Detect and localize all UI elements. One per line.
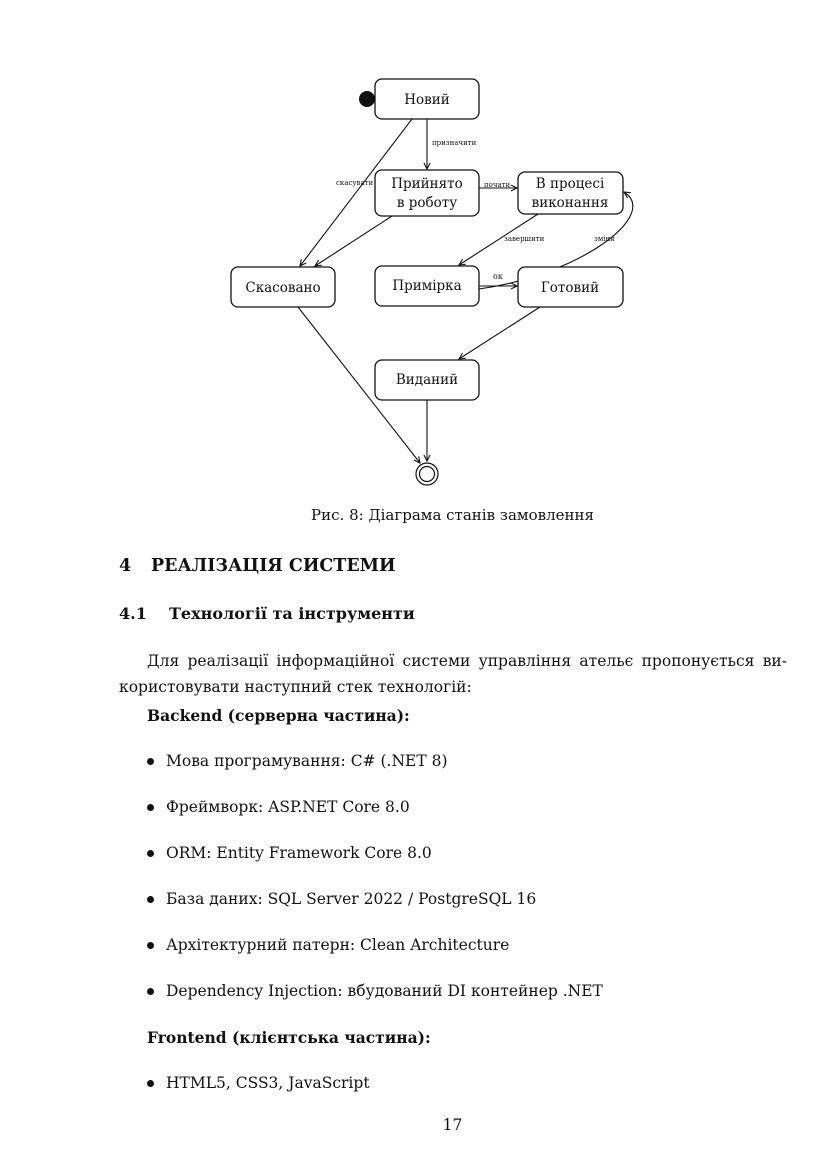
- state-issued-label: Виданий: [396, 372, 458, 388]
- list-item: База даних: SQL Server 2022 / PostgreSQL…: [147, 890, 603, 936]
- state-new: Новий: [374, 78, 480, 120]
- frontend-heading: Frontend (клієнтська частина):: [147, 1028, 431, 1047]
- state-in-progress: В процесі виконання: [517, 171, 624, 215]
- list-item: Dependency Injection: вбудований DI конт…: [147, 982, 603, 1028]
- state-cancelled-label: Скасовано: [245, 280, 320, 296]
- state-new-label: Новий: [404, 92, 450, 108]
- bullet-icon: [147, 896, 154, 903]
- list-item: ORM: Entity Framework Core 8.0: [147, 844, 603, 890]
- edge-inprogress-fitting: [459, 213, 539, 265]
- section-heading: 4 РЕАЛІЗАЦІЯ СИСТЕМИ: [119, 556, 396, 576]
- label-finish: завершити: [504, 235, 545, 243]
- list-item-text: Фреймворк: ASP.NET Core 8.0: [166, 798, 410, 816]
- subsection-title: Технології та інструменти: [169, 604, 415, 623]
- backend-list: Мова програмування: C# (.NET 8) Фреймвор…: [147, 752, 603, 1028]
- state-accepted-label-2: в роботу: [397, 195, 457, 211]
- list-item: HTML5, CSS3, JavaScript: [147, 1074, 370, 1120]
- state-fitting-label: Примірка: [392, 278, 461, 294]
- bullet-icon: [147, 758, 154, 765]
- state-cancelled: Скасовано: [230, 266, 336, 308]
- edge-new-cancelled: [300, 118, 413, 266]
- edge-fitting-inprogress: [478, 192, 634, 290]
- subsection-heading: 4.1 Технології та інструменти: [119, 604, 415, 623]
- backend-heading: Backend (серверна частина):: [147, 706, 410, 725]
- bullet-icon: [147, 804, 154, 811]
- paragraph-line-2: користовувати наступний стек технологій:: [119, 678, 472, 696]
- label-changes: зміни: [594, 235, 615, 243]
- subsection-number: 4.1: [119, 604, 147, 623]
- state-in-progress-label-2: виконання: [532, 195, 609, 211]
- list-item-text: База даних: SQL Server 2022 / PostgreSQL…: [166, 890, 537, 908]
- bullet-icon: [147, 942, 154, 949]
- list-item-text: ORM: Entity Framework Core 8.0: [166, 844, 432, 862]
- edge-cancelled-final: [297, 306, 420, 463]
- initial-state: [359, 91, 375, 107]
- edge-ready-issued: [459, 306, 541, 359]
- list-item-text: HTML5, CSS3, JavaScript: [166, 1074, 370, 1092]
- list-item-text: Архітектурний патерн: Clean Architecture: [166, 936, 510, 954]
- list-item: Мова програмування: C# (.NET 8): [147, 752, 603, 798]
- state-in-progress-label-1: В процесі: [536, 176, 605, 192]
- edge-accepted-cancelled: [315, 215, 393, 266]
- label-ok: ок: [493, 272, 503, 281]
- final-state: [415, 462, 439, 486]
- state-diagram: призначити скасувати почати завершити ок…: [230, 78, 634, 486]
- state-ready-label: Готовий: [541, 280, 599, 296]
- paragraph-line-1: Для реалізації інформаційної системи упр…: [147, 652, 787, 670]
- intro-paragraph: Для реалізації інформаційної системи упр…: [119, 648, 787, 700]
- list-item-text: Мова програмування: C# (.NET 8): [166, 752, 448, 770]
- list-item-text: Dependency Injection: вбудований DI конт…: [166, 982, 603, 1000]
- label-cancel: скасувати: [336, 179, 373, 187]
- section-title: РЕАЛІЗАЦІЯ СИСТЕМИ: [151, 556, 396, 576]
- page-number: 17: [442, 1116, 463, 1134]
- label-assign: призначити: [432, 139, 477, 147]
- state-ready: Готовий: [517, 266, 624, 308]
- figure-caption: Рис. 8: Діаграма станів замовлення: [311, 506, 594, 524]
- bullet-icon: [147, 988, 154, 995]
- bullet-icon: [147, 850, 154, 857]
- section-number: 4: [119, 556, 132, 576]
- state-accepted: Прийнято в роботу: [374, 169, 480, 217]
- state-accepted-label-1: Прийнято: [391, 176, 463, 192]
- list-item: Фреймворк: ASP.NET Core 8.0: [147, 798, 603, 844]
- label-start: почати: [484, 181, 511, 189]
- frontend-list: HTML5, CSS3, JavaScript: [147, 1074, 370, 1120]
- bullet-icon: [147, 1080, 154, 1087]
- state-fitting: Примірка: [374, 265, 480, 307]
- state-issued: Виданий: [374, 359, 480, 401]
- list-item: Архітектурний патерн: Clean Architecture: [147, 936, 603, 982]
